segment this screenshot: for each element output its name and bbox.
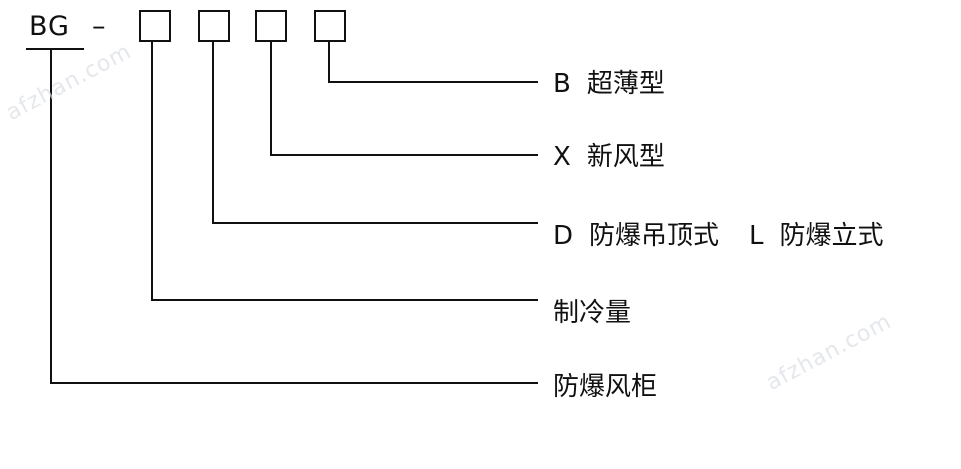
label-fresh-air: X 新风型 [553, 144, 665, 170]
label-ultra-thin: B 超薄型 [553, 71, 665, 97]
label-text: 防爆立式 [779, 221, 884, 251]
leader-product [50, 49, 538, 384]
label-code: L [749, 221, 764, 251]
label-product: 防爆风柜 [553, 372, 658, 402]
label-code: X [553, 142, 571, 172]
model-separator: – [92, 11, 106, 42]
label-text: 新风型 [586, 142, 665, 172]
leader-ultra-thin [328, 41, 538, 83]
model-prefix: BG [29, 11, 70, 42]
label-text: 防爆吊顶式 [589, 221, 720, 251]
label-capacity: 制冷量 [553, 298, 632, 328]
leader-fresh-air [270, 41, 538, 156]
code-box-3 [255, 10, 287, 42]
code-box-1 [139, 10, 171, 42]
label-code: D [553, 221, 574, 251]
leader-install [212, 41, 538, 224]
leader-capacity [151, 41, 538, 301]
label-install: D 防爆吊顶式 L 防爆立式 [553, 223, 884, 249]
code-box-2 [198, 10, 230, 42]
code-box-4 [314, 10, 346, 42]
label-text: 超薄型 [586, 69, 665, 99]
label-code: B [553, 69, 571, 99]
